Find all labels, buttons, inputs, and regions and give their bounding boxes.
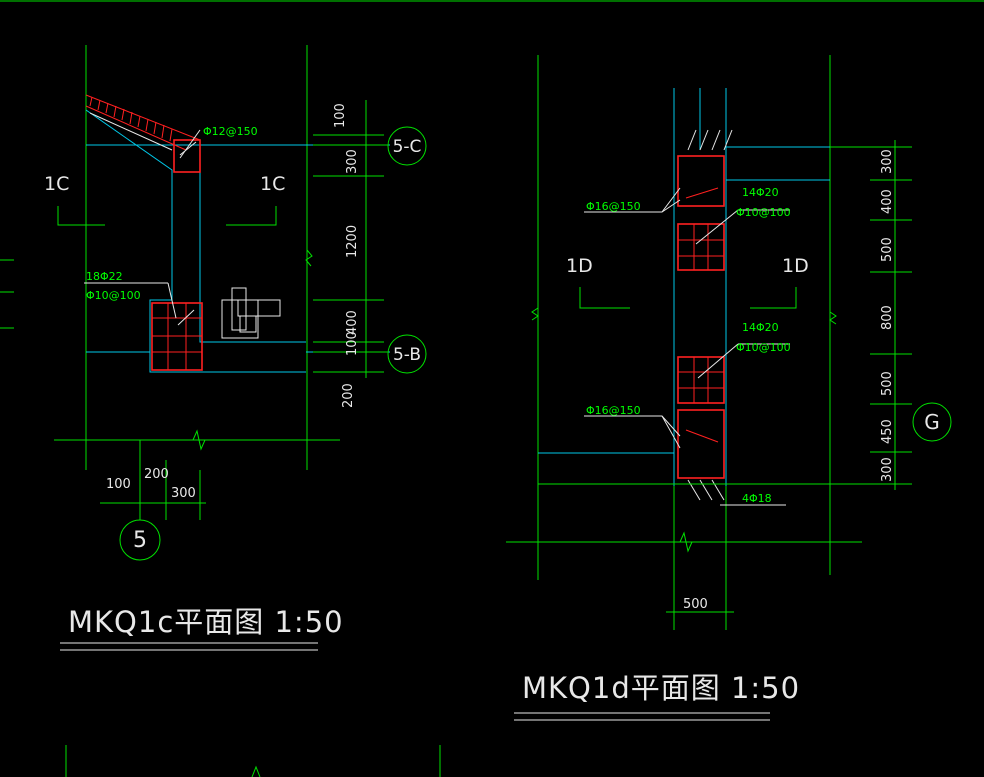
left-hdim-3: 300 [171, 486, 196, 501]
right-rebar-label-4: 14Φ20 [742, 321, 779, 334]
left-vertical-dims [313, 100, 388, 378]
right-dim-1: 300 [880, 149, 895, 174]
left-section-mark-2: 1C [260, 173, 285, 195]
right-section-marks [579, 287, 797, 309]
left-rebar-label-1: Φ12@150 [203, 125, 258, 138]
left-grid-lines [54, 45, 340, 520]
left-rebar-label-2: 18Φ22 [86, 270, 123, 283]
right-plan [506, 55, 952, 721]
left-title-underline [60, 642, 318, 651]
right-dim-6: 450 [880, 419, 895, 444]
right-rebar-label-1: Φ16@150 [586, 200, 641, 213]
right-rebar-label-7: 4Φ18 [742, 492, 772, 505]
left-diagonal-wall [85, 94, 201, 151]
left-leaders [84, 282, 177, 319]
right-rebar-label-2: 14Φ20 [742, 186, 779, 199]
right-wall-outline [538, 88, 830, 486]
right-rebar-label-3: Φ10@100 [736, 206, 791, 219]
left-edge-ticks [0, 259, 14, 329]
left-dim-4: 400 [345, 310, 360, 335]
left-dim-6: 200 [341, 383, 356, 408]
left-insert-symbol [221, 287, 281, 339]
grid-bubble-g [912, 402, 952, 442]
left-corner-column-rebar [173, 129, 201, 173]
left-plan [54, 45, 427, 651]
right-dim-2: 400 [880, 189, 895, 214]
right-dim-4: 800 [880, 305, 895, 330]
right-rebar-label-5: Φ10@100 [736, 341, 791, 354]
bottom-stubs [65, 745, 441, 777]
left-rebar-label-3: Φ10@100 [86, 289, 141, 302]
right-rebar-cages [677, 155, 725, 479]
right-rebar-ends [687, 129, 733, 501]
right-section-mark-2: 1D [782, 255, 809, 277]
right-dim-7: 300 [880, 457, 895, 482]
grid-label-5: 5 [133, 528, 147, 553]
left-dim-2: 300 [345, 149, 360, 174]
left-dim-1: 100 [333, 103, 348, 128]
right-title-underline [514, 712, 770, 721]
right-vertical-dims [538, 140, 912, 490]
left-main-column-rebar [151, 302, 203, 371]
right-rebar-label-6: Φ16@150 [586, 404, 641, 417]
right-leaders [584, 187, 790, 506]
grid-bubble-5c [387, 126, 427, 166]
right-dim-3: 500 [880, 237, 895, 262]
grid-label-5c: 5-C [393, 137, 422, 157]
right-section-mark-1: 1D [566, 255, 593, 277]
left-plan-title: MKQ1c平面图 1:50 [68, 605, 344, 639]
left-dim-5: 100 [345, 331, 360, 356]
right-grid-lines [506, 55, 862, 630]
grid-bubble-5 [119, 519, 161, 561]
right-hdim-1: 500 [683, 597, 708, 612]
left-dim-3: 1200 [345, 225, 360, 258]
grid-label-g: G [924, 410, 940, 434]
right-dim-5: 500 [880, 371, 895, 396]
right-plan-title: MKQ1d平面图 1:50 [522, 671, 800, 705]
grid-label-5b: 5-B [393, 345, 421, 365]
left-section-mark-1: 1C [44, 173, 69, 195]
left-section-marks [57, 206, 277, 226]
left-hdim-1: 100 [106, 477, 131, 492]
left-hdim-2: 200 [144, 467, 169, 482]
grid-bubble-5b [387, 334, 427, 374]
